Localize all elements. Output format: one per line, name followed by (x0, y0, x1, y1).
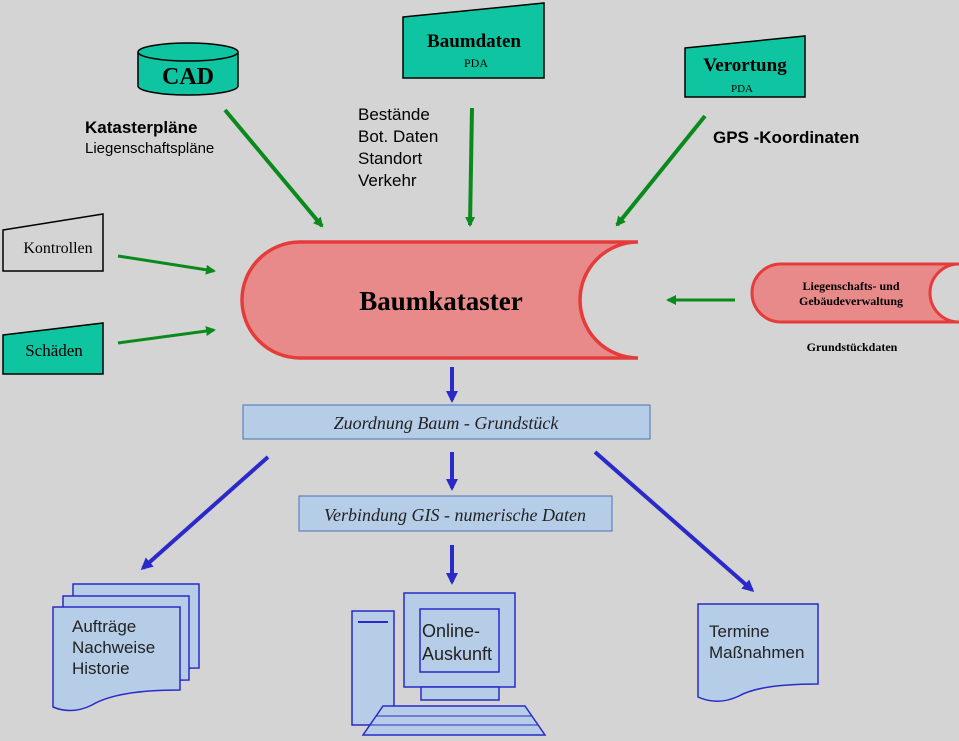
liegenschaft-line2: Gebäudeverwaltung (799, 294, 903, 308)
baumdaten-pda: Baumdaten PDA (402, 2, 545, 79)
termine-document: Termine Maßnahmen (697, 603, 819, 702)
arrow-baumdaten-to-baumkataster (465, 107, 476, 227)
baumkataster-database: Baumkataster (240, 240, 639, 360)
arrow-kontrollen-to-baumkataster (117, 254, 216, 275)
cad-database: CAD (137, 42, 239, 96)
baumdaten-caption-2: Bot. Daten (358, 127, 438, 146)
baumdaten-caption-3: Standort (358, 149, 423, 168)
documents-line1: Aufträge (72, 617, 136, 636)
liegenschaft-line1: Liegenschafts- und (802, 279, 899, 293)
verortung-label: Verortung (703, 55, 787, 76)
arrow-to-documents (140, 455, 270, 570)
arrow-schaeden-to-baumkataster (117, 326, 216, 345)
baumdaten-sublabel: PDA (464, 56, 488, 70)
computer-icon: Online- Auskunft (351, 592, 547, 736)
liegenschaft-database: Liegenschafts- und Gebäudeverwaltung (750, 262, 959, 324)
kontrollen-label: Kontrollen (23, 240, 92, 257)
schaeden-box: Schäden (2, 322, 104, 375)
verbindung-box: Verbindung GIS - numerische Daten (298, 495, 613, 532)
baumkataster-label: Baumkataster (359, 286, 523, 316)
termine-line2: Maßnahmen (709, 643, 804, 662)
verortung-caption: GPS -Koordinaten (713, 128, 859, 147)
grundstueckdaten-caption: Grundstückdaten (807, 340, 898, 354)
baumdaten-caption-4: Verkehr (358, 171, 417, 190)
termine-line1: Termine (709, 622, 769, 641)
arrow-cad-to-baumkataster (223, 108, 324, 228)
documents-stack: Aufträge Nachweise Historie (52, 583, 200, 712)
kontrollen-box: Kontrollen (2, 213, 104, 272)
schaeden-label: Schäden (25, 341, 83, 360)
arrow-verortung-to-baumkataster (615, 114, 707, 227)
online-line2: Auskunft (422, 644, 492, 664)
baumdaten-label: Baumdaten (427, 31, 521, 52)
cad-caption-line2: Liegenschaftspläne (85, 140, 214, 157)
documents-line2: Nachweise (72, 638, 155, 657)
documents-line3: Historie (72, 659, 130, 678)
zuordnung-label: Zuordnung Baum - Grundstück (334, 413, 560, 433)
verortung-pda: Verortung PDA (684, 35, 806, 98)
cad-caption-line1: Katasterpläne (85, 118, 197, 137)
arrow-to-termine (593, 450, 755, 592)
verortung-sublabel: PDA (731, 83, 753, 95)
verbindung-label: Verbindung GIS - numerische Daten (324, 505, 586, 525)
baumdaten-caption-1: Bestände (358, 105, 430, 124)
cad-label: CAD (162, 64, 214, 90)
zuordnung-box: Zuordnung Baum - Grundstück (242, 404, 651, 440)
online-line1: Online- (422, 621, 480, 641)
